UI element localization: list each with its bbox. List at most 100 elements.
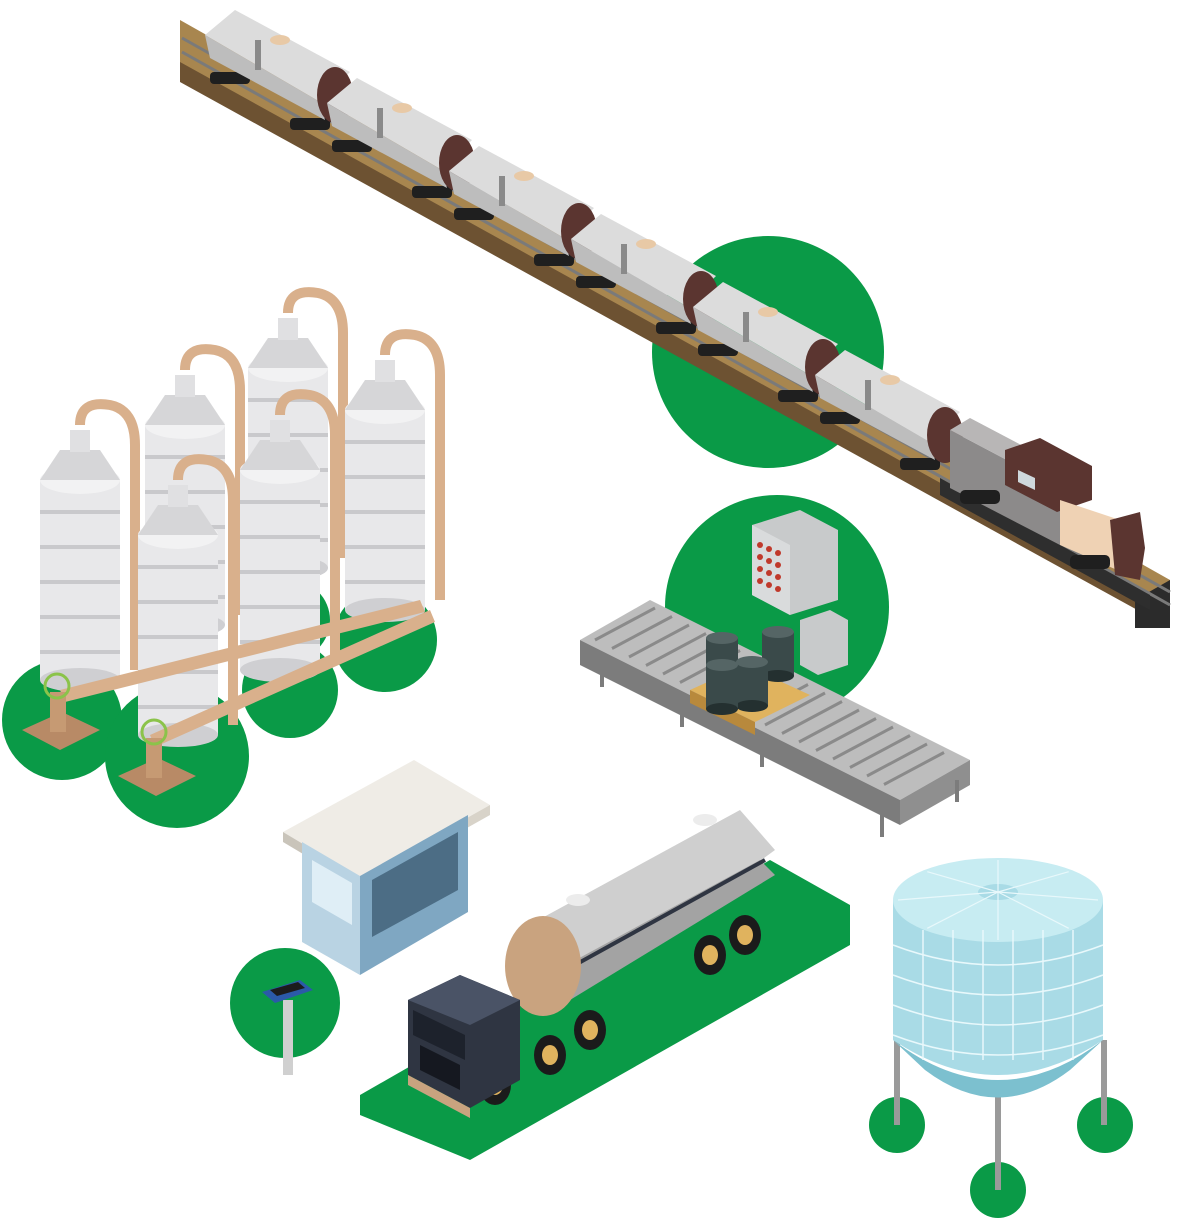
tanker-truck [360,810,850,1160]
wagon-ladder [499,176,505,206]
barrel-lid [706,659,738,671]
silo-band [345,510,425,514]
wagon-ladder [743,312,749,342]
tank-wagons [205,10,963,470]
booth-window-icon [372,832,458,937]
wagon-tank-top [449,146,594,238]
valve-assembly [22,672,100,750]
cab-grille [420,1045,460,1090]
wagon-bogie [576,276,616,288]
railway-train [180,10,1171,628]
tank-wagon [693,282,841,402]
indicator-lights [757,542,781,592]
tank-panel-grid [892,860,1104,1060]
indicator-light [757,542,763,548]
rail-bed-end [1135,580,1170,628]
wagon-tank-side [205,35,325,120]
silo-cone [248,338,328,368]
indicator-light [757,554,763,560]
tank-wagon [815,350,963,470]
rail-bed-side [180,62,1170,628]
wagon-ladder [377,108,383,138]
indicator-light [775,574,781,580]
tank-grid-line [892,974,1104,996]
terminal-post [283,1000,293,1075]
wheel-hub [542,1045,558,1065]
tank-cone [893,1040,1103,1098]
tank-grid-line [892,1004,1104,1026]
barrels [706,626,794,715]
tank-hatch [566,894,590,906]
conveyor-end [900,760,970,825]
tank-wagon [571,214,719,334]
locomotive-cab [1005,438,1092,512]
locomotive-nose [1110,512,1145,580]
conveyor-roller [645,632,707,667]
tank-hatch [693,814,717,826]
wagon-tank-side [449,171,569,256]
tank-grid-line [892,944,1104,966]
indicator-light [757,578,763,584]
wagon-hatch [758,307,778,317]
conveyor-roller [628,623,690,659]
wagon-bogie [778,390,818,402]
tank-cylinder [893,900,1103,1075]
truck-wheel [729,915,761,955]
wagon-bogie [534,254,574,266]
barrel-lid [762,626,794,638]
locomotive-cab-window [1018,470,1035,490]
tank-roof-rib [927,871,999,893]
tank-body [520,810,775,1000]
silo [40,399,140,692]
indicator-light [775,550,781,556]
silo-neck [270,420,290,442]
barrel [762,626,794,682]
silo-band [40,545,120,549]
wagon-bogie [290,118,330,130]
barrel-body [706,665,738,709]
barrel-lid [736,656,768,668]
conveyor-roller [611,615,673,650]
silo-band [40,650,120,654]
wagon-tank-top [327,78,472,170]
silo-band [345,475,425,479]
card-terminal [262,980,313,1075]
truck-wheel [574,1010,606,1050]
wagon-hatch [392,103,412,113]
tank-leg [1101,1040,1107,1125]
silo-band [240,500,320,504]
barrel-bottom [736,700,768,712]
conveyor-roller [883,751,945,786]
silo-band [240,570,320,574]
conveyor-roller [849,734,911,769]
silo-band [40,510,120,514]
silo-band [145,455,225,459]
wagon-tank-side [571,239,691,324]
gate-booth [283,760,490,975]
conveyor-leg [955,780,959,802]
tank-leg [995,1090,1001,1190]
conveyor-leg [680,705,684,727]
wagon-tank-top [693,282,838,374]
tank-grid-line [892,1034,1104,1056]
locomotive [940,418,1150,610]
silo-neck [175,375,195,397]
tank-roof-rib [927,891,999,929]
indicator-light [766,582,772,588]
tank-body-shade [548,860,775,1000]
wagon-bogie [332,140,372,152]
barrel [706,659,738,715]
silo-band [240,535,320,539]
conveyor-leg [600,665,604,687]
silo-neck [375,360,395,382]
silo-cone [240,440,320,470]
wagon-bogie [454,208,494,220]
locomotive-body [950,430,1060,545]
wagon-tank-side [815,375,935,460]
checkpoint [230,760,490,1075]
locomotive-chassis [940,478,1150,610]
water-tank [869,858,1133,1218]
silo-pipe [75,399,140,670]
silo-cluster [2,287,445,828]
